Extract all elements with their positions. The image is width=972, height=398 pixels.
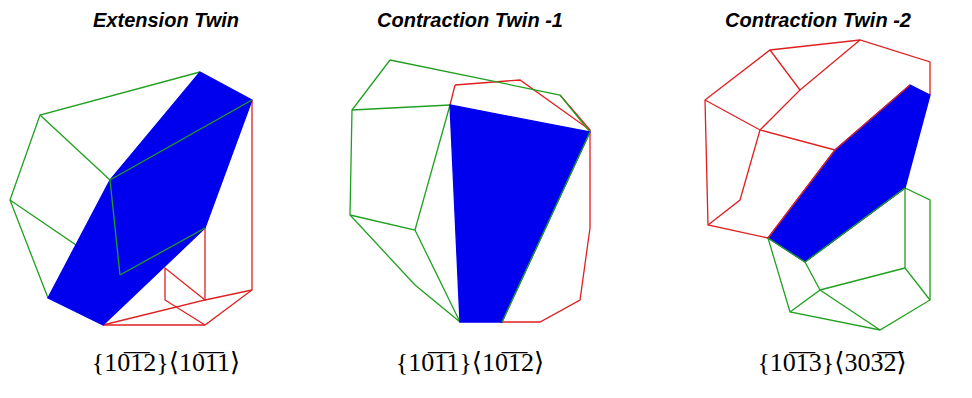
twin-plane <box>48 72 252 325</box>
panel-title: Contraction Twin -1 <box>377 9 563 32</box>
twin-plane <box>768 85 930 262</box>
parent-prism <box>450 80 590 322</box>
twin-system: {10̅1̅3}⟨303̅2̅⟩ <box>757 347 906 378</box>
panel-title: Extension Twin <box>93 9 239 32</box>
twin-plane <box>450 105 590 322</box>
twin-prism <box>350 60 590 322</box>
twin-system: {10̅1̅1}⟨10̅1̅2⟩ <box>396 347 544 378</box>
twin-system: {10̅1̅2}⟨10̅1̅1⟩ <box>92 347 240 378</box>
panel-title: Contraction Twin -2 <box>725 9 911 32</box>
